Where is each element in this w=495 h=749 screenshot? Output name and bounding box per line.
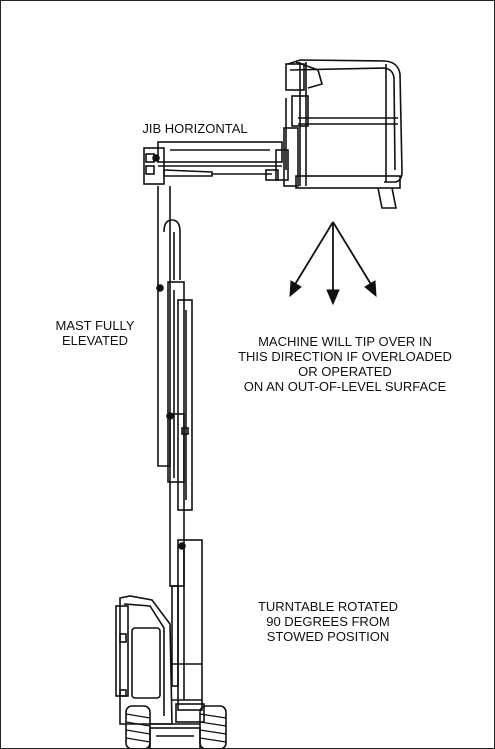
jib-horizontal-label: JIB HORIZONTAL bbox=[142, 121, 248, 136]
turntable-rotated-label: TURNTABLE ROTATED 90 DEGREES FROM STOWED… bbox=[228, 599, 428, 644]
jib-arm bbox=[143, 141, 283, 185]
turntable-label-line: 90 DEGREES FROM bbox=[266, 614, 390, 629]
mast-elevated-label: MAST FULLY ELEVATED bbox=[30, 318, 160, 348]
mast bbox=[156, 186, 203, 711]
platform-basket bbox=[275, 59, 403, 209]
turntable bbox=[115, 595, 205, 725]
tip-warning-line: THIS DIRECTION IF OVERLOADED bbox=[238, 349, 452, 364]
turntable-label-line: TURNTABLE ROTATED bbox=[257, 599, 399, 614]
tip-warning-line: ON AN OUT-OF-LEVEL SURFACE bbox=[243, 379, 447, 394]
mast-label-line: ELEVATED bbox=[62, 333, 128, 348]
tip-warning-label: MACHINE WILL TIP OVER IN THIS DIRECTION … bbox=[200, 334, 490, 394]
mast-label-line: MAST FULLY bbox=[55, 318, 135, 333]
turntable-label-line: STOWED POSITION bbox=[266, 629, 390, 644]
tip-warning-line: OR OPERATED bbox=[298, 364, 392, 379]
tip-warning-line: MACHINE WILL TIP OVER IN bbox=[258, 334, 432, 349]
chassis-wheels bbox=[125, 705, 227, 749]
tip-direction-arrows bbox=[289, 221, 377, 306]
